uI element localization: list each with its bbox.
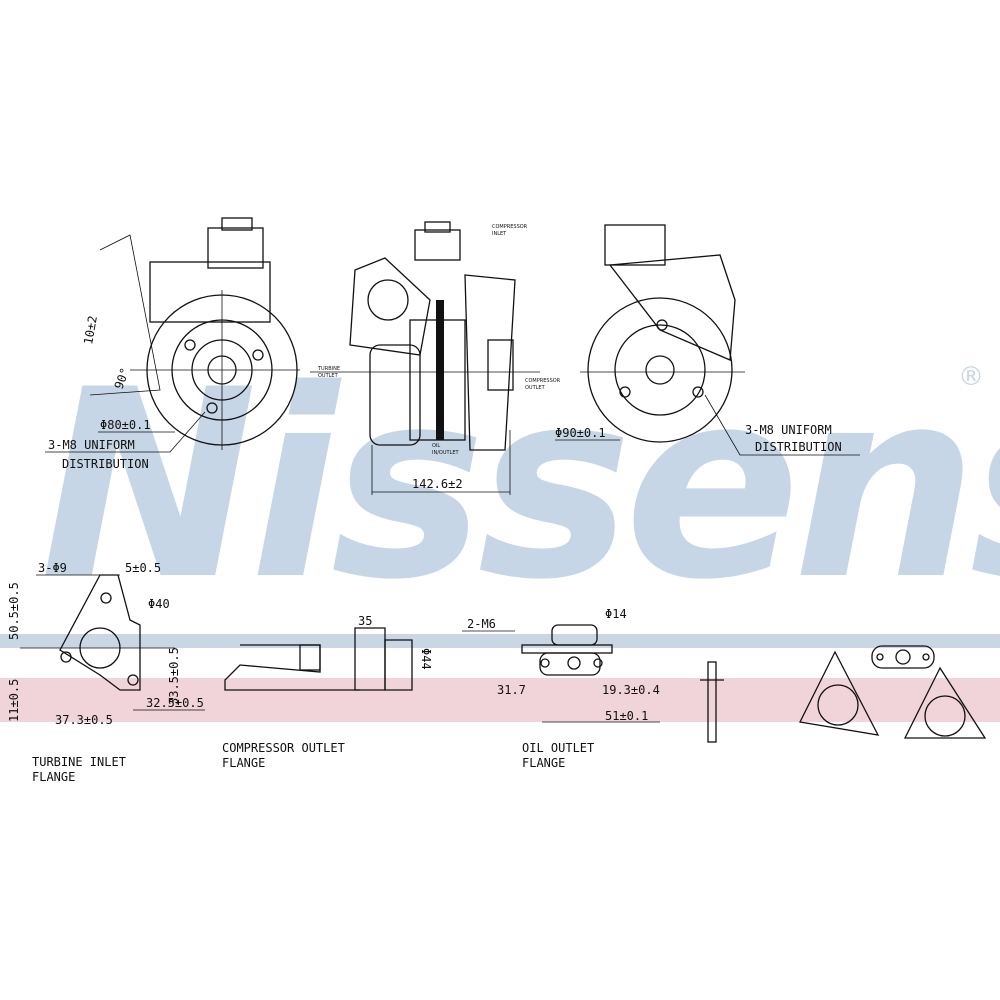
oil-outlet-flange: 2-M6 Φ14 31.7 19.3±0.4 51±0.1 OIL OUTLET… — [462, 607, 660, 770]
cof-caption-1: COMPRESSOR OUTLET — [222, 741, 345, 755]
tif-caption-1: TURBINE INLET — [32, 755, 126, 769]
rear-bolt-note-1: 3-M8 UNIFORM — [745, 423, 832, 437]
oof-holes: 2-M6 — [467, 617, 496, 631]
angle-dim: 10±2 — [81, 315, 100, 346]
turbo-rear-view: Φ90±0.1 3-M8 UNIFORM DISTRIBUTION — [555, 224, 860, 456]
front-bolt-note-1: 3-M8 UNIFORM — [48, 438, 135, 452]
watermark-logo: Nissens — [40, 335, 1000, 637]
compressor-inlet-label-2: INLET — [492, 231, 507, 237]
turbo-front-view: 10±2 90° Φ80±0.1 3-M8 UNIFORM DISTRIBUTI… — [45, 217, 300, 471]
oof-right: 19.3±0.4 — [602, 683, 660, 697]
tif-height: 50.5±0.5 — [7, 582, 21, 640]
oil-label-2: IN/OUTLET — [432, 450, 459, 456]
turbine-gasket — [799, 650, 880, 736]
tif-bore: Φ40 — [148, 597, 170, 611]
tif-bottom: 11±0.5 — [7, 679, 21, 722]
tif-horiz2: 37.3±0.5 — [55, 713, 113, 727]
oof-left: 31.7 — [497, 683, 526, 697]
front-diameter: Φ80±0.1 — [100, 418, 151, 432]
compressor-inlet-label-1: COMPRESSOR — [492, 224, 528, 230]
rear-bolt-note-2: DISTRIBUTION — [755, 440, 842, 454]
tif-vert: 33.5±0.5 — [167, 647, 181, 705]
nissens-watermark: Nissens ® — [0, 335, 1000, 722]
tif-holes: 3-Φ9 — [38, 561, 67, 575]
tif-caption-2: FLANGE — [32, 770, 75, 784]
compressor-outlet-label-2: OUTLET — [525, 385, 546, 391]
side-length: 142.6±2 — [412, 477, 463, 491]
turbine-outlet-label-2: OUTLET — [318, 373, 339, 379]
oil-label-1: OIL — [432, 443, 440, 449]
oil-gasket — [871, 645, 935, 669]
compressor-gasket — [903, 666, 987, 739]
turbine-inlet-flange: 3-Φ9 5±0.5 Φ40 50.5±0.5 33.5±0.5 11±0.5 … — [7, 561, 205, 784]
oof-bore: Φ14 — [605, 607, 627, 621]
compressor-outlet-label-1: COMPRESSOR — [525, 378, 561, 384]
gaskets-and-bolt — [700, 645, 987, 743]
tif-horiz1: 32.5±0.5 — [146, 696, 204, 710]
tif-offset: 5±0.5 — [125, 561, 161, 575]
oof-caption-2: FLANGE — [522, 756, 565, 770]
cof-diameter: Φ44 — [419, 648, 433, 670]
cof-width: 35 — [358, 614, 372, 628]
turbine-outlet-label-1: TURBINE — [317, 366, 340, 372]
bolt-part — [707, 661, 717, 743]
front-bolt-note-2: DISTRIBUTION — [62, 457, 149, 471]
oof-span: 51±0.1 — [605, 709, 648, 723]
angle-label: 90° — [112, 366, 133, 391]
oof-caption-1: OIL OUTLET — [522, 741, 594, 755]
rear-diameter: Φ90±0.1 — [555, 426, 606, 440]
compressor-outlet-flange: 35 Φ44 COMPRESSOR OUTLET FLANGE — [222, 614, 433, 770]
cof-caption-2: FLANGE — [222, 756, 265, 770]
registered-mark: ® — [958, 362, 984, 392]
turbo-side-view: TURBINE OUTLET COMPRESSOR OUTLET COMPRES… — [310, 221, 561, 495]
